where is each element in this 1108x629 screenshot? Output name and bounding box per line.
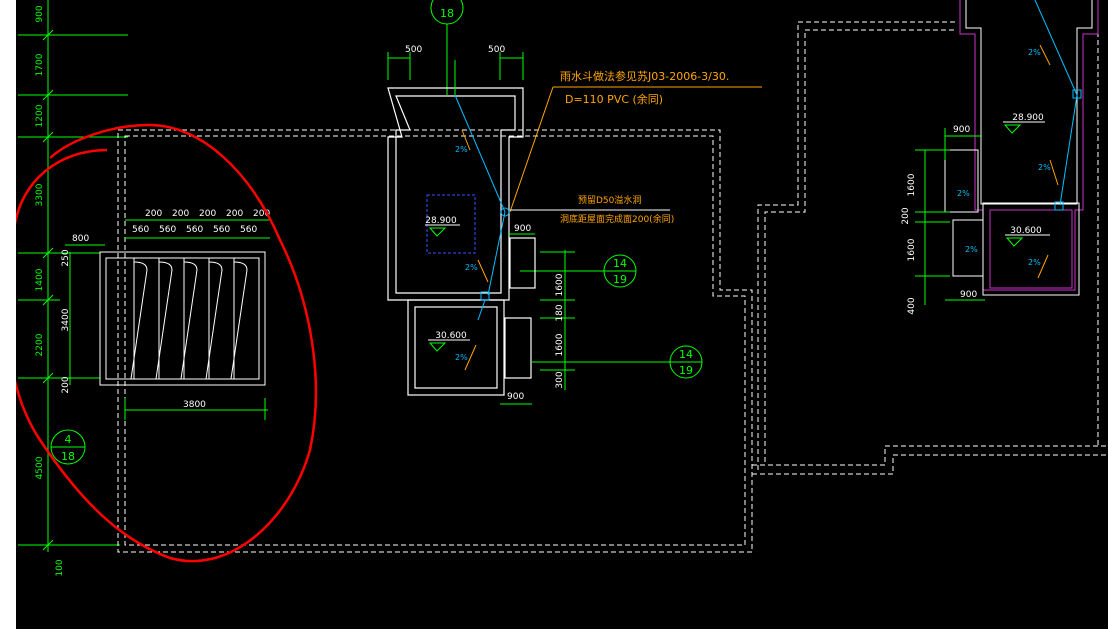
note-opening-height: 洞底距屋面完成面200(余同) xyxy=(560,213,674,225)
grille-dim-250: 250 xyxy=(61,249,71,266)
left-dim-1200: 1200 xyxy=(35,104,45,127)
center-dim-1600a: 1600 xyxy=(555,273,565,296)
section-bubble-14-19-lower[interactable]: 14 19 xyxy=(532,345,703,379)
center-elev-upper: 28.900 xyxy=(425,216,457,226)
drawing-background xyxy=(16,0,1108,629)
note-overflow-opening: 预留D50溢水洞 xyxy=(578,194,641,206)
right-dim-900-bottom: 900 xyxy=(960,290,977,300)
right-elevations: 28.900 30.600 xyxy=(1003,113,1050,247)
center-shaft xyxy=(387,87,536,396)
right-elev-lower: 30.600 xyxy=(1010,226,1042,236)
grille-dim-200-2: 200 xyxy=(172,209,189,219)
note-pvc-pipe: D=110 PVC (余同) xyxy=(565,92,663,106)
right-dim-labels: 900 900 1600 200 1600 400 xyxy=(901,125,977,315)
left-dimension-labels: 900 1700 1200 3300 1400 2200 4500 100 xyxy=(35,5,65,576)
center-elev-lower: 30.600 xyxy=(435,331,467,341)
right-dim-1600b: 1600 xyxy=(907,238,917,261)
markup-circle[interactable] xyxy=(16,123,318,563)
grille-dim-200-5: 200 xyxy=(253,209,270,219)
center-dim-500-left: 500 xyxy=(405,45,422,55)
slope-arrows xyxy=(461,129,489,371)
center-dim-900-top: 900 xyxy=(514,224,531,234)
center-slope-1: 2% xyxy=(455,145,468,154)
left-dim-1400: 1400 xyxy=(35,268,45,291)
grille-dim-560-5: 560 xyxy=(240,225,257,235)
right-slope-1: 2% xyxy=(1028,48,1041,57)
center-dim-900-bottom: 900 xyxy=(507,392,524,402)
grille-dim-800: 800 xyxy=(72,234,89,244)
bubble-1-den: 18 xyxy=(61,450,75,463)
left-dimension-chain xyxy=(18,0,128,552)
bubble-2-num: 18 xyxy=(440,7,454,20)
center-dim-1600b: 1600 xyxy=(555,333,565,356)
left-dim-3300: 3300 xyxy=(35,183,45,206)
right-drain-pipes xyxy=(1034,0,1082,211)
bubble-3-den: 19 xyxy=(613,273,627,286)
roof-grille-dim-labels: 200 200 200 200 200 560 560 560 560 560 … xyxy=(61,209,270,410)
grille-dim-200-3: 200 xyxy=(199,209,216,219)
note-rain-hopper: 雨水斗做法参见苏J03-2006-3/30. xyxy=(560,69,729,83)
grille-dim-560-2: 560 xyxy=(159,225,176,235)
section-bubble-18[interactable]: 18 xyxy=(430,0,464,95)
roof-grille xyxy=(99,251,266,386)
grille-dim-200v: 200 xyxy=(61,376,71,393)
section-bubble-14-19-upper[interactable]: 14 19 xyxy=(520,254,637,288)
right-dim-900-top: 900 xyxy=(953,125,970,135)
right-slope-labels: 2% 2% 2% 2% 2% xyxy=(957,48,1051,267)
center-dim-180: 180 xyxy=(555,304,565,321)
grille-dim-560-3: 560 xyxy=(186,225,203,235)
left-dim-900: 900 xyxy=(35,5,45,22)
roof-plan-drawing[interactable]: 900 1700 1200 3300 1400 2200 4500 100 xyxy=(16,0,1108,629)
center-elevations: 28.900 30.600 xyxy=(425,216,470,352)
center-slope-labels: 2% 2% 2% xyxy=(455,145,478,362)
center-dim-labels: 500 500 900 900 1600 180 1600 300 xyxy=(405,45,565,402)
section-bubble-4-18[interactable]: 4 18 xyxy=(50,429,86,465)
grille-dim-200-4: 200 xyxy=(226,209,243,219)
center-slope-2: 2% xyxy=(465,263,478,272)
bubble-4-den: 19 xyxy=(679,364,693,377)
grille-dim-560-1: 560 xyxy=(132,225,149,235)
left-dim-1700: 1700 xyxy=(35,53,45,76)
center-dim-500-right: 500 xyxy=(488,45,505,55)
right-dim-400: 400 xyxy=(907,297,917,314)
right-slope-5: 2% xyxy=(1028,258,1041,267)
right-dim-1600a: 1600 xyxy=(907,173,917,196)
center-drain-pipes xyxy=(454,94,510,321)
right-elev-upper: 28.900 xyxy=(1012,113,1044,123)
bubble-1-num: 4 xyxy=(65,433,72,446)
center-annotations: 雨水斗做法参见苏J03-2006-3/30. D=110 PVC (余同) 预留… xyxy=(509,69,762,225)
left-dim-2200: 2200 xyxy=(35,333,45,356)
roof-grille-dimensions xyxy=(65,219,270,420)
center-slope-3: 2% xyxy=(455,353,468,362)
right-slope-3: 2% xyxy=(957,189,970,198)
center-dim-300: 300 xyxy=(555,371,565,388)
grille-dim-3400: 3400 xyxy=(61,308,71,331)
right-dim-200: 200 xyxy=(901,207,911,224)
bubble-4-num: 14 xyxy=(679,348,693,361)
overflow-opening xyxy=(426,194,476,254)
left-dim-100: 100 xyxy=(55,559,65,576)
right-building-outline xyxy=(752,0,1108,475)
grille-dim-560-4: 560 xyxy=(213,225,230,235)
left-dim-4500: 4500 xyxy=(35,456,45,479)
center-dimensions xyxy=(387,52,575,405)
right-slope-arrows xyxy=(1037,44,1059,279)
right-slope-2: 2% xyxy=(1038,163,1051,172)
grille-dim-3800: 3800 xyxy=(183,400,206,410)
grille-dim-200-1: 200 xyxy=(145,209,162,219)
right-shaft xyxy=(944,0,1099,296)
bubble-3-num: 14 xyxy=(613,257,627,270)
main-roof-outline xyxy=(117,129,753,553)
right-dimensions xyxy=(915,128,985,305)
right-slope-4: 2% xyxy=(965,245,978,254)
